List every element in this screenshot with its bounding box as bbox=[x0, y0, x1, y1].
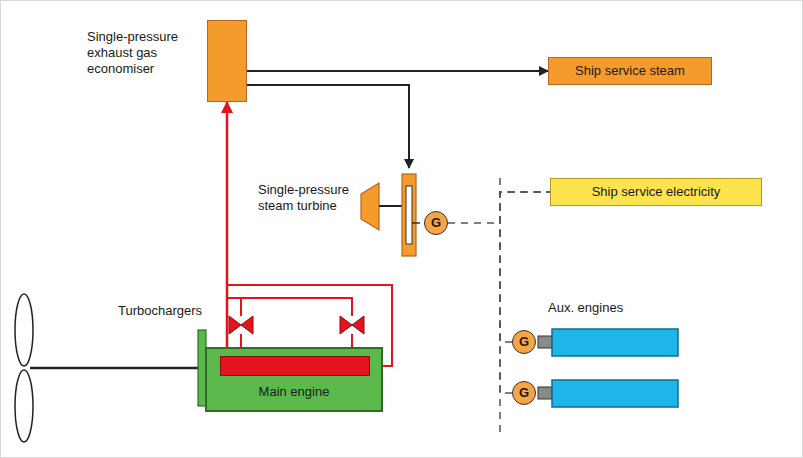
exhaust-arrow bbox=[226, 102, 229, 347]
turbocharger-symbol bbox=[229, 316, 364, 334]
electric-line bbox=[500, 192, 550, 342]
box-label: Ship service electricity bbox=[592, 184, 721, 200]
aux-engine bbox=[538, 329, 678, 407]
steam-arrow bbox=[247, 70, 548, 72]
generator-circle: G bbox=[424, 211, 448, 235]
electricity-box: Ship service electricity bbox=[550, 178, 762, 206]
cylinder-block bbox=[220, 356, 370, 376]
box-label: Main engine bbox=[259, 384, 330, 400]
shaft bbox=[30, 367, 200, 370]
group-label: Aux. engines bbox=[548, 300, 623, 316]
component-label: Single-pressure steam turbine bbox=[258, 182, 354, 214]
turbocharger-label: Turbochargers bbox=[118, 303, 202, 319]
electric-line bbox=[448, 192, 550, 223]
economiser-box: Single-pressure exhaust gas economiser bbox=[207, 20, 247, 102]
turbine-symbol bbox=[358, 168, 420, 258]
propeller-blade bbox=[15, 294, 33, 366]
component-label: Single-pressure exhaust gas economiser bbox=[87, 29, 199, 77]
main-engine-box: Main engine bbox=[205, 347, 383, 412]
box-label: G bbox=[431, 215, 441, 231]
generator-circle: G bbox=[512, 330, 536, 354]
steam-box: Ship service steam bbox=[548, 57, 712, 85]
generator-circle: G bbox=[512, 381, 536, 405]
box-label: G bbox=[519, 334, 529, 350]
electric-line bbox=[500, 192, 550, 393]
box-label: G bbox=[519, 385, 529, 401]
propeller-blade bbox=[15, 370, 33, 442]
steam-arrow bbox=[247, 85, 409, 168]
box-label: Ship service steam bbox=[575, 63, 685, 79]
steam-turbine: Single-pressure steam turbine bbox=[358, 168, 420, 258]
